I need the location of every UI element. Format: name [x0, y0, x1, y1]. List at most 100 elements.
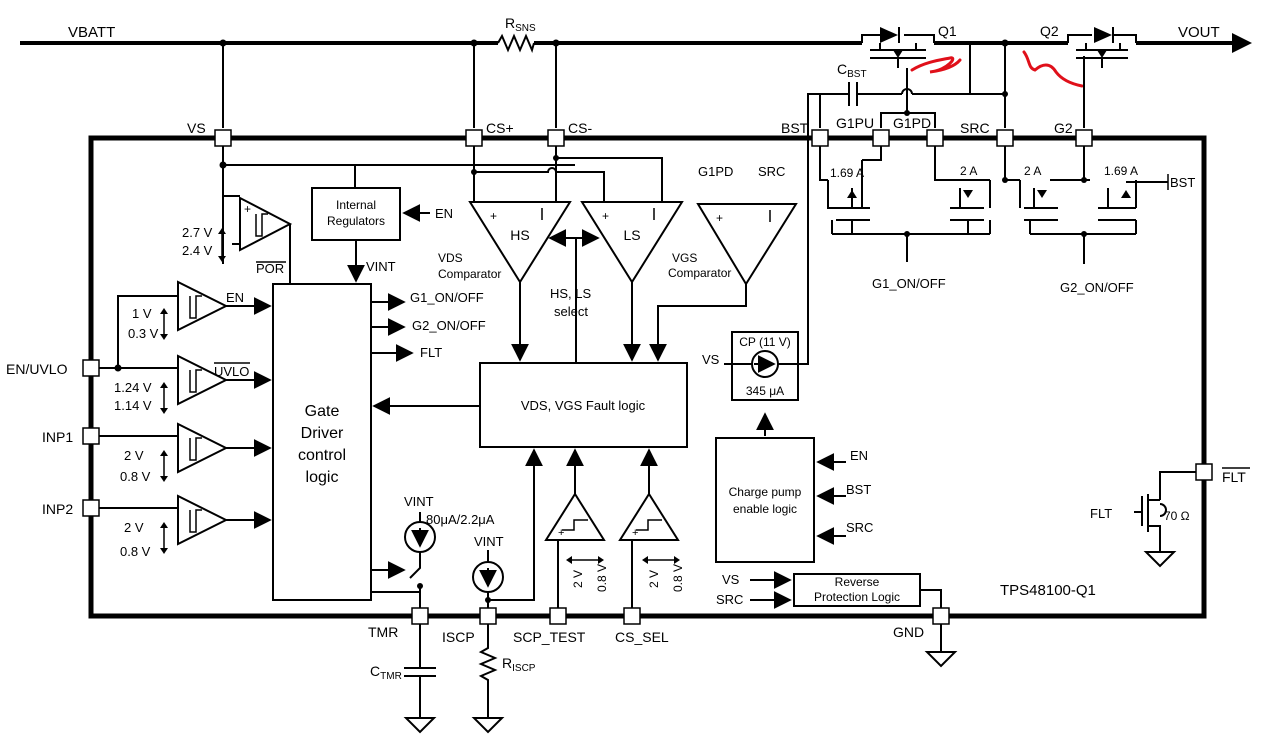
pin-src[interactable]: [996, 129, 1014, 147]
svg-text:1.24 V: 1.24 V: [114, 380, 152, 395]
svg-text:1.69 A: 1.69 A: [1104, 164, 1138, 178]
svg-text:G1_ON/OFF: G1_ON/OFF: [872, 276, 946, 291]
svg-text:Reverse: Reverse: [835, 575, 880, 589]
por-label: POR: [256, 261, 284, 276]
svg-text:Regulators: Regulators: [327, 214, 385, 228]
pin-cs-minus[interactable]: [547, 129, 565, 147]
pin-g1pd[interactable]: [926, 129, 944, 147]
svg-text:+: +: [244, 202, 251, 216]
svg-text:VINT: VINT: [366, 259, 396, 274]
ls-comparator: [580, 201, 684, 284]
pin-inp2[interactable]: [82, 499, 100, 517]
svg-text:UVLO: UVLO: [214, 364, 249, 379]
svg-text:0.8 V: 0.8 V: [120, 544, 151, 559]
pin-vs-label: VS: [187, 120, 206, 136]
svg-text:LS: LS: [623, 227, 640, 243]
svg-text:Gate: Gate: [305, 403, 340, 420]
q1-mosfet: Q1: [861, 23, 957, 68]
rsns-label: RSNS: [505, 15, 536, 34]
internal-regulators-block: [311, 187, 401, 241]
pin-iscp-label: ISCP: [442, 629, 475, 645]
svg-text:EN: EN: [850, 448, 868, 463]
vbatt-rail: VBATT VOUT: [20, 24, 1252, 53]
pin-flt[interactable]: [1195, 463, 1213, 481]
svg-text:SRC: SRC: [846, 520, 873, 535]
svg-text:G1PD: G1PD: [698, 164, 733, 179]
svg-text:VINT: VINT: [474, 534, 504, 549]
svg-text:VGS: VGS: [672, 251, 697, 265]
pin-cs-sel[interactable]: [623, 607, 641, 625]
gate-driver-stages: 1.69 A 2 A G1_ON/OFF 2 A 1.69 A BS: [819, 146, 1195, 295]
svg-text:2 A: 2 A: [960, 164, 977, 178]
svg-text:2.4 V: 2.4 V: [182, 243, 213, 258]
sense-resistor: RSNS: [497, 15, 536, 53]
svg-text:1.69 A: 1.69 A: [830, 166, 864, 180]
pin-g2-label: G2: [1054, 120, 1073, 136]
svg-text:+: +: [558, 527, 564, 539]
pin-iscp[interactable]: [479, 607, 497, 625]
pin-tmr[interactable]: [411, 607, 429, 625]
svg-text:0.3 V: 0.3 V: [128, 326, 159, 341]
charge-pump-enable-logic: [715, 437, 815, 563]
svg-text:BST: BST: [846, 482, 871, 497]
ctmr-label: CTMR: [370, 663, 402, 682]
svg-text:EN: EN: [435, 206, 453, 221]
svg-text:VDS, VGS Fault logic: VDS, VGS Fault logic: [521, 398, 646, 413]
svg-text:FLT: FLT: [1090, 506, 1112, 521]
svg-text:70 Ω: 70 Ω: [1164, 509, 1190, 523]
svg-text:VS: VS: [722, 572, 740, 587]
svg-text:G2_ON/OFF: G2_ON/OFF: [1060, 280, 1134, 295]
gnd-symbol: [924, 624, 958, 668]
pin-scp-test[interactable]: [549, 607, 567, 625]
svg-text:Comparator: Comparator: [438, 267, 501, 281]
pin-g1pd-label: G1PD: [893, 115, 931, 131]
svg-text:HS: HS: [510, 227, 529, 243]
q1-label: Q1: [938, 23, 957, 39]
svg-text:+: +: [602, 209, 609, 223]
svg-text:Internal: Internal: [336, 198, 376, 212]
svg-text:EN: EN: [226, 290, 244, 305]
pin-bst-label: BST: [781, 120, 809, 136]
svg-text:logic: logic: [306, 469, 339, 486]
svg-text:HS, LS: HS, LS: [550, 286, 592, 301]
pin-scp-test-label: SCP_TEST: [513, 629, 586, 645]
external-ctmr: CTMR: [370, 624, 437, 734]
gate-driver-control-logic: [272, 283, 372, 601]
svg-text:enable logic: enable logic: [733, 502, 797, 516]
pin-vs[interactable]: [214, 129, 232, 147]
vds-vgs-fault-logic: [479, 362, 688, 448]
vgs-comparator: [696, 203, 798, 286]
pin-bst[interactable]: [811, 129, 829, 147]
pin-en-uvlo-label: EN/UVLO: [6, 361, 68, 377]
pin-cs-minus-label: CS-: [568, 120, 592, 136]
svg-text:+: +: [490, 209, 497, 223]
riscp-label: RISCP: [502, 655, 536, 674]
pin-cs-sel-label: CS_SEL: [615, 629, 669, 645]
pin-gnd[interactable]: [932, 607, 950, 625]
pin-flt-label: FLT: [1222, 469, 1246, 485]
external-riscp: RISCP: [471, 624, 536, 734]
scp-test-comparator: [544, 492, 606, 541]
pin-inp1[interactable]: [82, 427, 100, 445]
svg-text:Driver: Driver: [301, 425, 344, 442]
svg-text:FLT: FLT: [420, 345, 442, 360]
vout-label: VOUT: [1178, 24, 1220, 41]
svg-text:2 V: 2 V: [647, 570, 661, 588]
svg-text:345 μA: 345 μA: [746, 384, 784, 398]
svg-text:1 V: 1 V: [132, 306, 152, 321]
pin-tmr-label: TMR: [368, 624, 398, 640]
svg-text:2 V: 2 V: [124, 448, 144, 463]
pin-g1pu[interactable]: [872, 129, 890, 147]
pin-inp1-label: INP1: [42, 429, 73, 445]
svg-text:Comparator: Comparator: [668, 266, 731, 280]
pin-en-uvlo[interactable]: [82, 359, 100, 377]
pin-g2[interactable]: [1075, 129, 1093, 147]
hs-comparator: [468, 201, 572, 284]
svg-text:2 V: 2 V: [571, 570, 585, 588]
svg-text:G1_ON/OFF: G1_ON/OFF: [410, 290, 484, 305]
svg-text:VS: VS: [702, 352, 720, 367]
svg-text:SRC: SRC: [758, 164, 785, 179]
pin-cs-plus[interactable]: [465, 129, 483, 147]
svg-text:G2_ON/OFF: G2_ON/OFF: [412, 318, 486, 333]
